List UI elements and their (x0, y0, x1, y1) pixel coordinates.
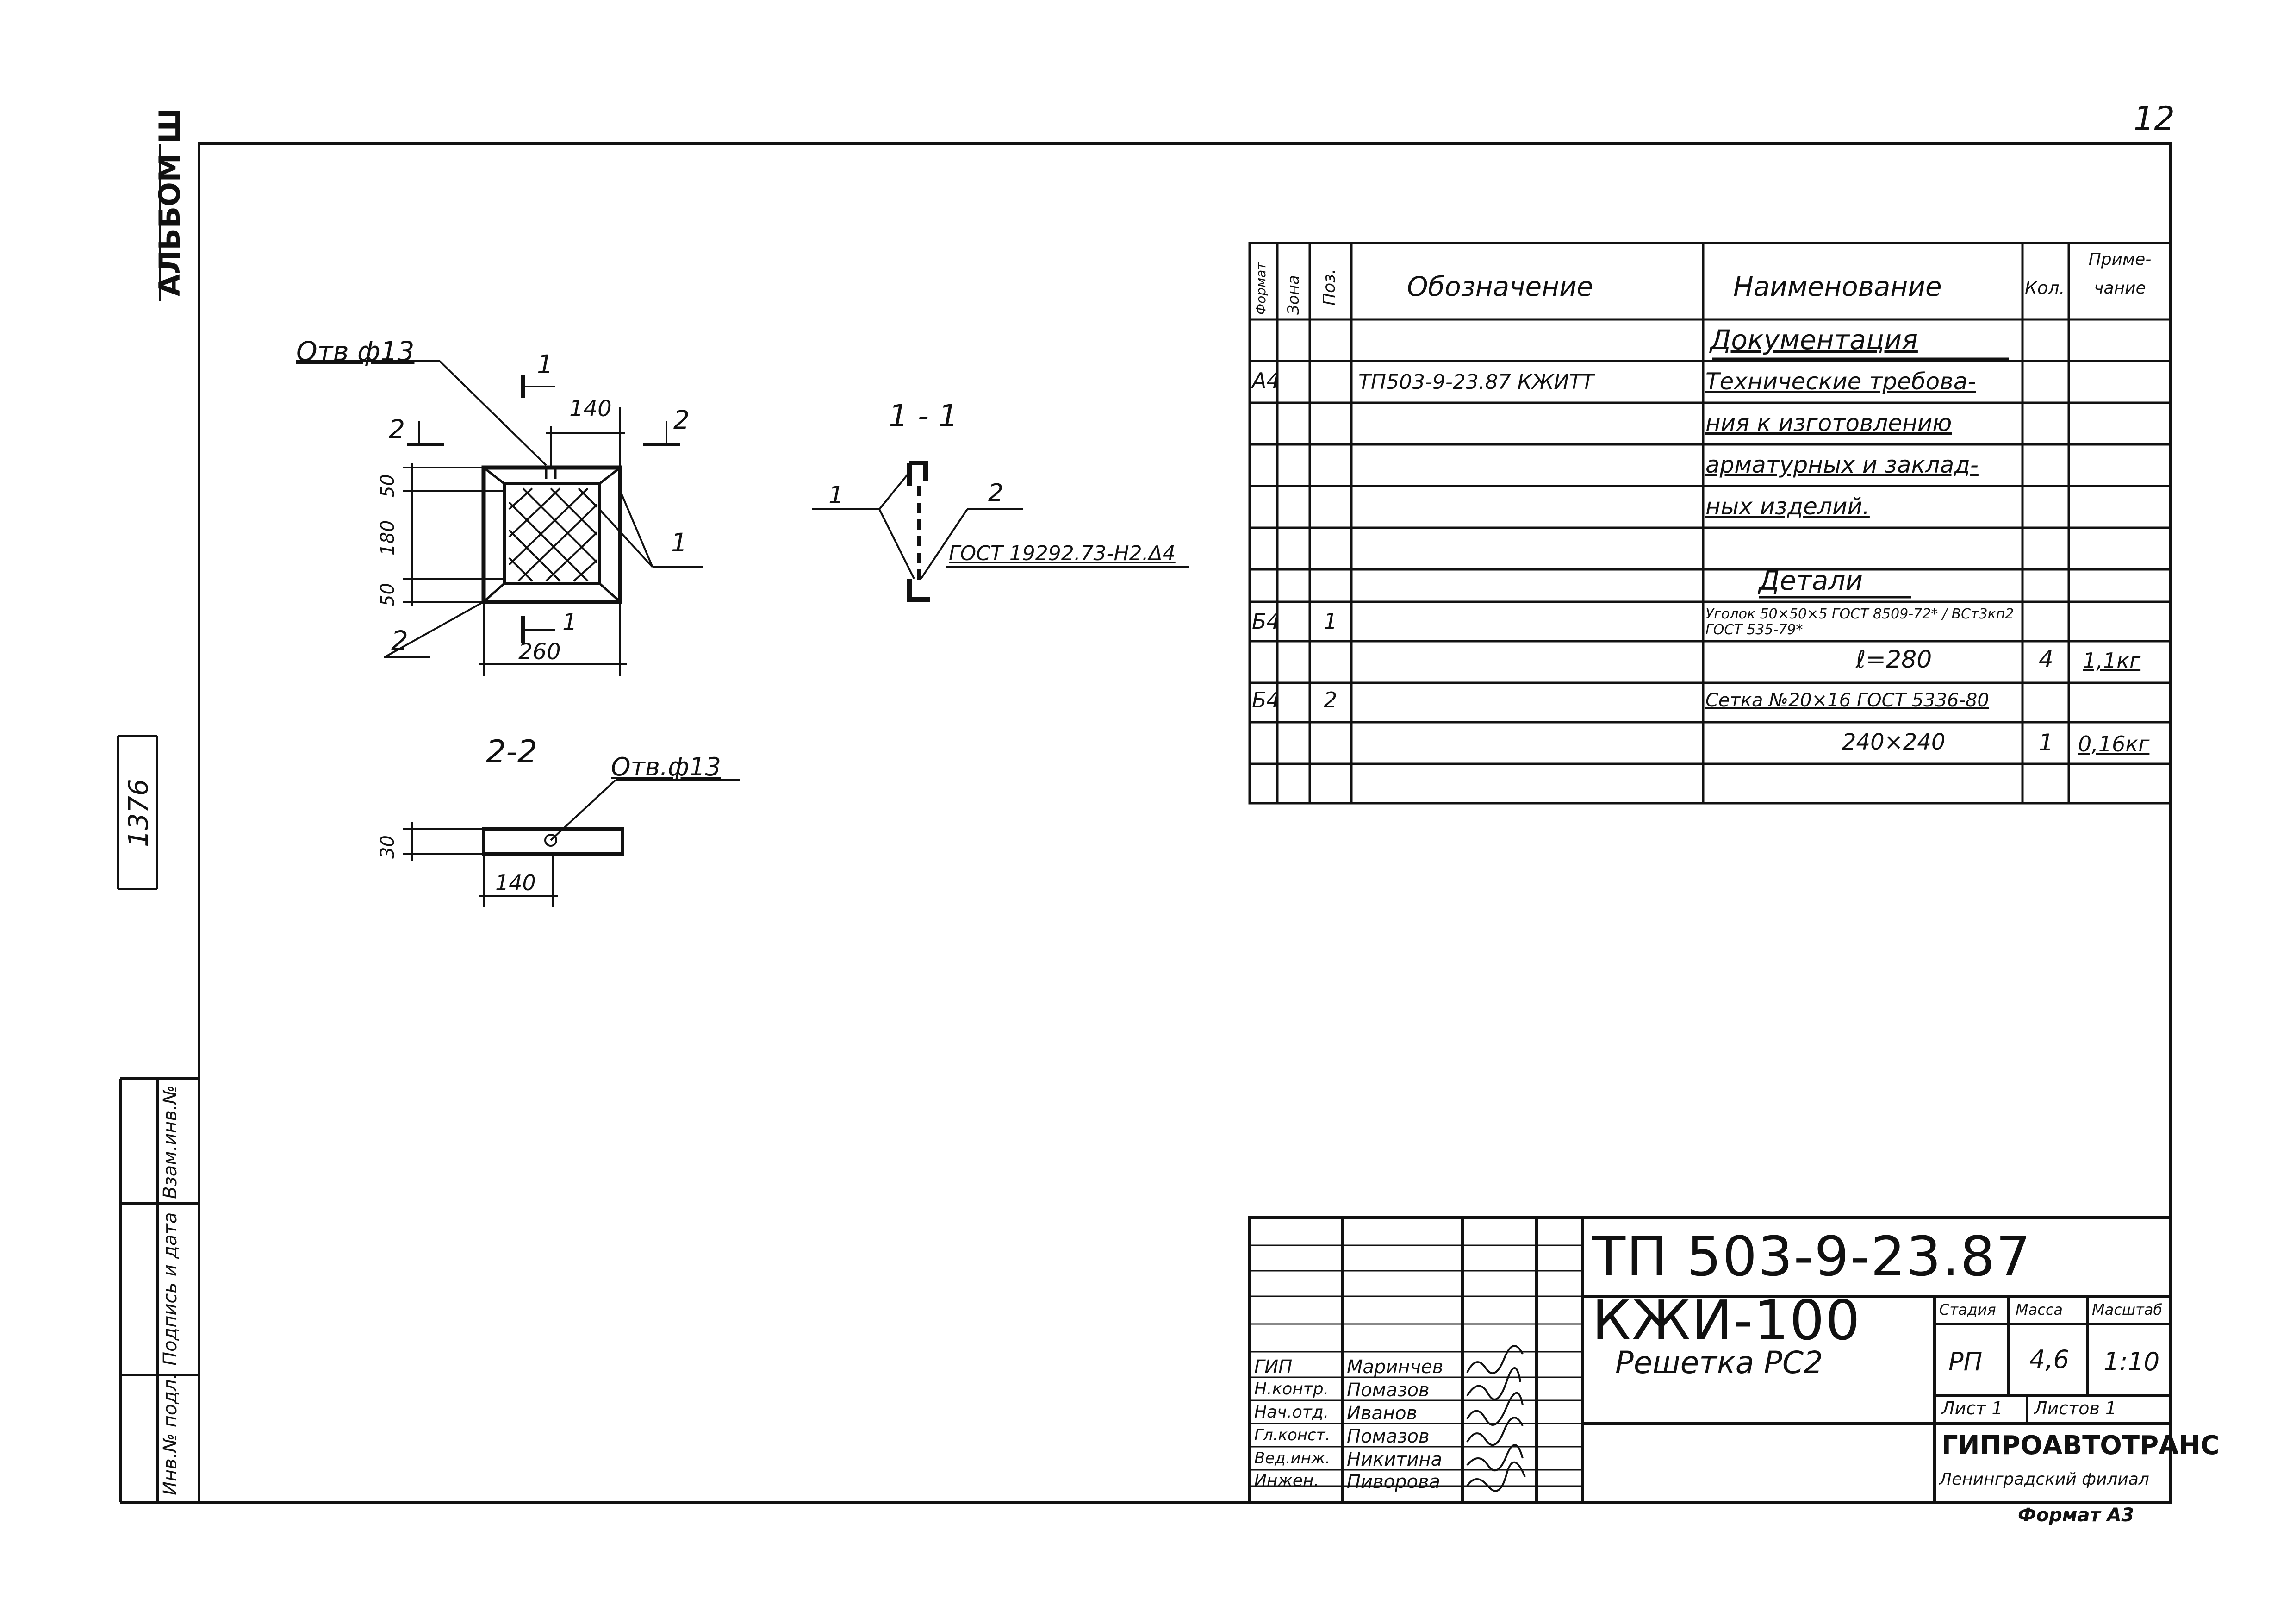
plan-pos-2: 2 (391, 625, 408, 656)
sig-role-2: Нач.отд. (1254, 1403, 1329, 1422)
section-2-2 (403, 779, 740, 907)
mass-label: Масса (2016, 1301, 2063, 1318)
scale-value: 1:10 (2103, 1347, 2160, 1376)
plan-dim-left-2: 180 (377, 520, 398, 556)
plan-section-1-top: 1 (537, 350, 553, 379)
sheet-label: Лист 1 (1941, 1398, 2003, 1418)
spec-header-pos: Поз. (1320, 269, 1339, 306)
sig-name-4: Никитина (1347, 1449, 1443, 1470)
plan-dim-left-3: 50 (377, 583, 398, 606)
sig-name-0: Маринчев (1347, 1356, 1444, 1378)
side-stamp-sign: Подпись и дата (160, 1212, 181, 1366)
section-2-2-title: 2-2 (486, 734, 538, 770)
title-block-grid (1248, 1216, 2172, 1504)
side-stamp-replace: Взам.инв.№ (160, 1085, 181, 1199)
spec-row-0-name: Документация (1710, 324, 1918, 356)
spec-header-zone: Зона (1284, 275, 1303, 315)
section-1-1-pos-1: 1 (828, 481, 844, 509)
spec-row-9-format: Б4 (1252, 687, 1280, 712)
format-label: Формат А3 (2018, 1505, 2134, 1526)
spec-row-9-pos: 2 (1324, 687, 1338, 712)
section-1-1-weld-note: ГОСТ 19292.73-Н2.Δ4 (949, 542, 1176, 565)
section-2-2-dim-height: 30 (377, 835, 398, 859)
spec-row-7-pos: 1 (1324, 609, 1338, 634)
spec-row-9-name: Сетка №20×16 ГОСТ 5336-80 (1705, 690, 1989, 711)
spec-row-8-qty: 4 (2039, 646, 2053, 673)
branch-name: Ленинградский филиал (1939, 1470, 2149, 1489)
sig-name-2: Иванов (1347, 1403, 1418, 1424)
plan-section-2-right: 2 (673, 405, 690, 435)
section-2-2-hole: Отв.ф13 (611, 752, 721, 781)
plan-dim-bottom: 260 (518, 639, 561, 665)
organization-name: ГИПРОАВТОТРАНС (1941, 1430, 2220, 1461)
spec-row-1-designation: ТП503-9-23.87 КЖИТТ (1358, 370, 1594, 394)
sig-role-4: Вед.инж. (1254, 1449, 1331, 1468)
sig-role-1: Н.контр. (1254, 1380, 1329, 1399)
inventory-number: 1376 (123, 779, 154, 847)
stage-label: Стадия (1939, 1301, 1996, 1318)
sig-role-0: ГИП (1254, 1356, 1293, 1378)
spec-row-8-name: ℓ=280 (1856, 646, 1932, 674)
scale-label: Масштаб (2092, 1301, 2163, 1318)
sig-name-5: Пиворова (1347, 1471, 1441, 1493)
spec-row-10-name: 240×240 (1842, 729, 1946, 755)
plan-hole-label: Отв ф13 (296, 336, 415, 367)
sig-name-1: Помазов (1347, 1380, 1430, 1401)
sheet-frame (198, 142, 2172, 1504)
plan-pos-1: 1 (671, 528, 687, 557)
plan-view (296, 360, 703, 676)
section-2-2-dim-width: 140 (495, 870, 536, 895)
plan-section-2-left: 2 (389, 414, 405, 444)
spec-row-2-name: ния к изготовлению (1705, 410, 1952, 437)
section-1-1-pos-2: 2 (988, 479, 1004, 507)
section-1-1 (812, 461, 1189, 602)
sig-role-3: Гл.конст. (1254, 1426, 1331, 1444)
plan-dim-top: 140 (569, 396, 612, 422)
mass-value: 4,6 (2029, 1345, 2069, 1374)
spec-row-8-note: 1,1кг (2083, 648, 2141, 673)
plan-dim-left-1: 50 (377, 474, 398, 498)
spec-header-qty: Кол. (2025, 278, 2065, 298)
spec-row-4-name: ных изделий. (1705, 493, 1870, 520)
spec-row-7-name: Уголок 50×50×5 ГОСТ 8509-72* / ВСт3кп2 Г… (1705, 606, 2014, 638)
side-stamp-inv: Инв.№ подл. (160, 1373, 181, 1495)
sheet-number: 12 (2134, 100, 2175, 137)
spec-header-designation: Обозначение (1407, 271, 1593, 302)
sig-role-5: Инжен. (1254, 1471, 1319, 1490)
stage-value: РП (1948, 1347, 1983, 1376)
sheets-label: Листов 1 (2034, 1398, 2117, 1418)
spec-header-format: Формат (1253, 262, 1269, 315)
section-1-1-title: 1 - 1 (889, 398, 958, 434)
spec-header-note: Приме-чание (2088, 250, 2152, 298)
item-name: Решетка РС2 (1615, 1345, 1823, 1380)
sig-name-3: Помазов (1347, 1426, 1430, 1447)
album-label: АЛЬБОМ Ш (153, 108, 187, 296)
plan-section-1-bottom: 1 (562, 609, 577, 636)
spec-table-grid (1248, 242, 2172, 805)
spec-row-6-name: Детали (1759, 565, 1863, 596)
document-code: ТП 503-9-23.87 КЖИ-100 (1592, 1224, 2032, 1352)
spec-row-1-format: А4 (1252, 368, 1280, 393)
spec-header-name: Наименование (1733, 271, 1942, 302)
spec-row-10-qty: 1 (2039, 729, 2053, 756)
spec-row-3-name: арматурных и заклад- (1705, 451, 1979, 478)
spec-row-1-name: Технические требова- (1705, 368, 1976, 395)
spec-row-7-format: Б4 (1252, 609, 1280, 634)
spec-row-10-note: 0,16кг (2078, 731, 2150, 756)
